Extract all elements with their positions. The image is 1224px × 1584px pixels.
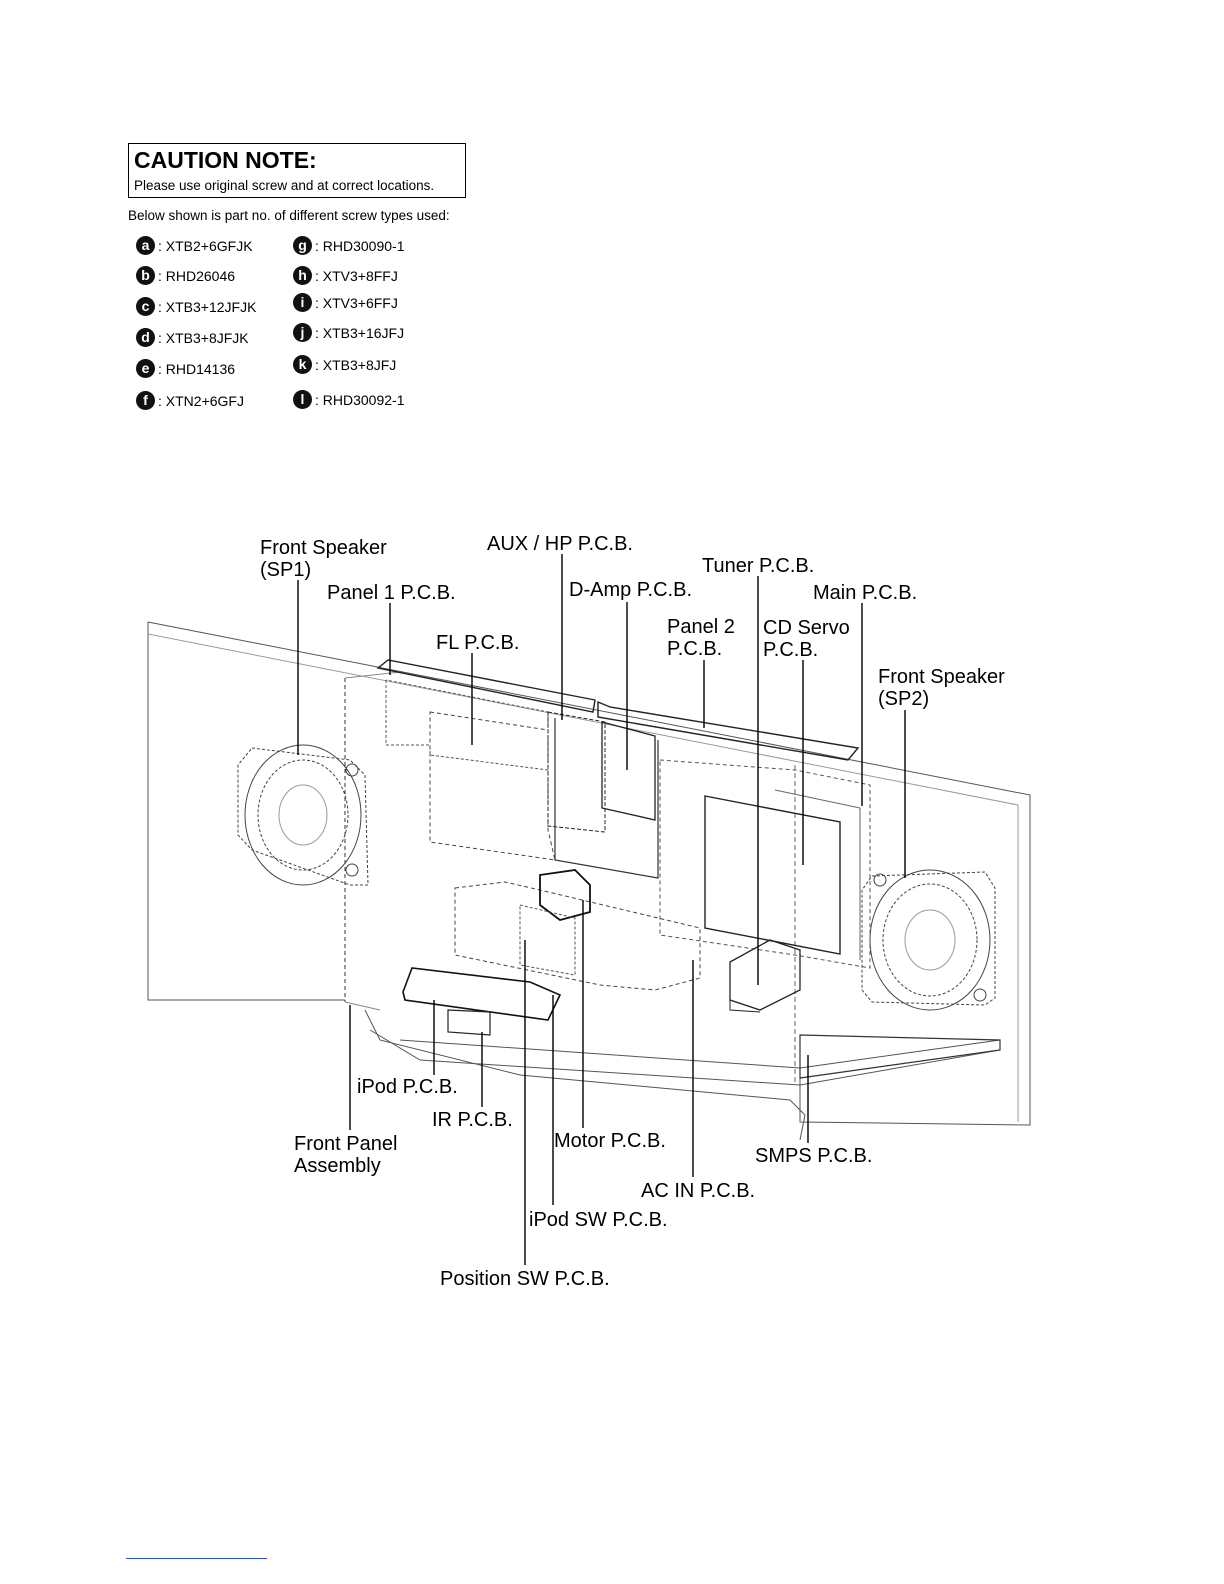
- left-speaker: [237, 744, 369, 886]
- ir-board: [447, 1009, 491, 1036]
- damp-board: [601, 721, 656, 821]
- screw-part-number: : XTN2+6GFJ: [158, 392, 244, 409]
- screw-item-f: f: XTN2+6GFJ: [136, 391, 244, 410]
- screw-part-number: : RHD30092-1: [315, 391, 405, 408]
- screw-item-j: j: XTB3+16JFJ: [293, 323, 404, 342]
- label-panel2-pcb: Panel 2 P.C.B.: [667, 616, 735, 660]
- rear-cabinet-outline: [147, 621, 1031, 1126]
- label-aux-hp-pcb: AUX / HP P.C.B.: [487, 533, 633, 555]
- screw-item-h: h: XTV3+8FFJ: [293, 266, 398, 285]
- screw-part-number: : XTV3+8FFJ: [315, 267, 398, 284]
- ac-in-bracket: [729, 939, 801, 1011]
- screw-item-l: l: RHD30092-1: [293, 390, 405, 409]
- screw-item-c: c: XTB3+12JFJK: [136, 297, 256, 316]
- screw-letter-icon: b: [136, 266, 155, 285]
- label-motor-pcb: Motor P.C.B.: [554, 1130, 666, 1152]
- screw-letter-icon: a: [136, 236, 155, 255]
- label-front-speaker-sp2: Front Speaker (SP2): [878, 666, 1005, 710]
- panel2-rail: [597, 700, 860, 761]
- label-panel1-pcb: Panel 1 P.C.B.: [327, 582, 456, 604]
- rear-cabinet-left-edge: [147, 622, 345, 1001]
- label-ipod-pcb: iPod P.C.B.: [357, 1076, 458, 1098]
- label-ac-in-pcb: AC IN P.C.B.: [641, 1180, 756, 1202]
- right-speaker: [861, 869, 996, 1011]
- leader-lines: [297, 554, 906, 1265]
- caution-text: Please use original screw and at correct…: [134, 178, 435, 193]
- label-cd-servo-pcb: CD Servo P.C.B.: [763, 617, 850, 661]
- screw-part-number: : RHD14136: [158, 360, 236, 377]
- screw-letter-icon: c: [136, 297, 155, 316]
- screw-part-number: : RHD26046: [158, 267, 236, 284]
- screw-letter-icon: i: [293, 293, 312, 312]
- screw-item-b: b: RHD26046: [136, 266, 235, 285]
- footer-rule: [126, 1558, 267, 1559]
- screw-part-number: : XTB3+12JFJK: [158, 298, 257, 315]
- screw-part-number: : RHD30090-1: [315, 237, 405, 254]
- screw-part-number: : XTB3+8JFJ: [315, 356, 397, 373]
- caution-note-box: CAUTION NOTE: Please use original screw …: [128, 143, 466, 198]
- screw-letter-icon: d: [136, 328, 155, 347]
- caution-title: CAUTION NOTE:: [134, 147, 317, 173]
- screw-letter-icon: g: [293, 236, 312, 255]
- panel1-rail: [376, 659, 596, 713]
- screw-letter-icon: h: [293, 266, 312, 285]
- screw-letter-icon: e: [136, 359, 155, 378]
- motor-board: [539, 869, 591, 921]
- screw-item-i: i: XTV3+6FFJ: [293, 293, 398, 312]
- label-front-speaker-sp1: Front Speaker (SP1): [260, 537, 387, 581]
- label-damp-pcb: D-Amp P.C.B.: [569, 579, 692, 601]
- screw-item-g: g: RHD30090-1: [293, 236, 405, 255]
- smps-plate: [799, 1034, 1001, 1079]
- screw-letter-icon: l: [293, 390, 312, 409]
- screw-part-number: : XTB3+8JFJK: [158, 329, 249, 346]
- screw-letter-icon: f: [136, 391, 155, 410]
- label-fl-pcb: FL P.C.B.: [436, 632, 520, 654]
- screw-item-k: k: XTB3+8JFJ: [293, 355, 396, 374]
- screw-item-d: d: XTB3+8JFJK: [136, 328, 249, 347]
- screw-item-a: a: XTB2+6GFJK: [136, 236, 253, 255]
- label-front-panel-assembly: Front Panel Assembly: [294, 1133, 398, 1177]
- screw-letter-icon: k: [293, 355, 312, 374]
- ipod-board: [402, 967, 562, 1021]
- label-position-sw-pcb: Position SW P.C.B.: [440, 1268, 610, 1290]
- label-ipod-sw-pcb: iPod SW P.C.B.: [529, 1209, 668, 1231]
- screw-letter-icon: j: [293, 323, 312, 342]
- screw-item-e: e: RHD14136: [136, 359, 235, 378]
- label-smps-pcb: SMPS P.C.B.: [755, 1145, 873, 1167]
- label-main-pcb: Main P.C.B.: [813, 582, 918, 604]
- screw-part-number: : XTB3+16JFJ: [315, 324, 405, 341]
- screw-part-number: : XTV3+6FFJ: [315, 294, 398, 311]
- screw-part-number: : XTB2+6GFJK: [158, 237, 253, 254]
- label-ir-pcb: IR P.C.B.: [432, 1109, 513, 1131]
- base-tray: [364, 1009, 806, 1141]
- label-tuner-pcb: Tuner P.C.B.: [702, 555, 815, 577]
- screw-intro-text: Below shown is part no. of different scr…: [128, 208, 450, 223]
- cd-servo-board: [704, 795, 841, 955]
